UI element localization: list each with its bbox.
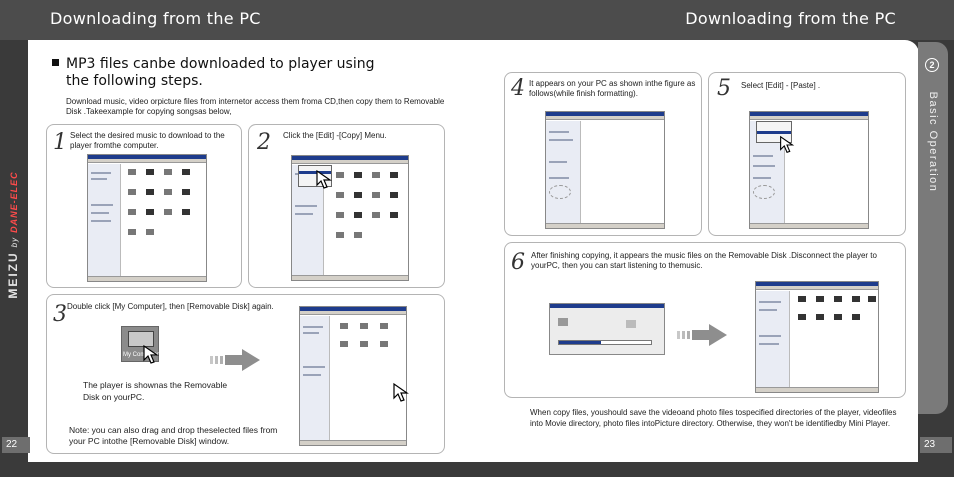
step-6-dialog-screenshot xyxy=(549,303,665,355)
step-3-screenshot xyxy=(299,306,407,446)
step-2-text: Click the [Edit] -[Copy] Menu. xyxy=(283,131,387,140)
bullet-square-icon xyxy=(52,59,59,66)
step-6-box: 6 After finishing copying, it appears th… xyxy=(504,242,906,398)
arrow-right-icon xyxy=(677,324,727,346)
header-bar: Downloading from the PC Downloading from… xyxy=(0,0,954,40)
left-page-title: Downloading from the PC xyxy=(50,9,261,28)
step-3-note: Note: you can also drag and drop thesele… xyxy=(69,425,278,446)
arrow-right-icon xyxy=(210,349,260,371)
intro-heading-line1: MP3 files canbe downloaded to player usi… xyxy=(66,56,375,72)
brand-logo: MEIZU by DANE-ELEC xyxy=(3,160,23,310)
intro-paragraph: Download music, video orpicture files fr… xyxy=(66,97,445,116)
step-2-number: 2 xyxy=(257,130,271,155)
step-5-screenshot xyxy=(749,111,869,229)
step-5-number: 5 xyxy=(717,76,731,101)
step-4-text: It appears on your PC as shown inthe fig… xyxy=(529,79,696,98)
intro-heading-line2: the following steps. xyxy=(66,73,203,89)
hand-cursor-icon xyxy=(780,135,795,153)
my-computer-label: My Computer xyxy=(122,352,159,358)
section-label: Basic Operation xyxy=(927,91,939,193)
step-1-number: 1 xyxy=(53,130,67,155)
step-3-box: 3 Double click [My Computer], then [Remo… xyxy=(46,294,445,454)
intro-heading: MP3 files canbe downloaded to player usi… xyxy=(52,56,374,90)
step-3-caption: The player is shownas the Removable Disk… xyxy=(83,380,228,402)
step-1-text: Select the desired music to download to … xyxy=(70,131,225,150)
right-page-title: Downloading from the PC xyxy=(685,9,896,28)
step-1-box: 1 Select the desired music to download t… xyxy=(46,124,242,288)
hand-cursor-icon xyxy=(393,382,409,402)
step-3-number: 3 xyxy=(53,302,67,327)
step-6-screenshot xyxy=(755,281,879,393)
section-tab: 2 Basic Operation xyxy=(918,42,948,414)
page-number-right: 23 xyxy=(920,437,952,453)
step-4-box: 4 It appears on your PC as shown inthe f… xyxy=(504,72,702,236)
step-6-number: 6 xyxy=(511,250,525,275)
step-4-number: 4 xyxy=(511,76,525,101)
brand-name: MEIZU xyxy=(6,251,20,299)
step-4-screenshot xyxy=(545,111,665,229)
step-5-box: 5 Select [Edit] - [Paste] . xyxy=(708,72,906,236)
section-number-badge: 2 xyxy=(925,58,939,72)
page-number-left: 22 xyxy=(2,437,30,453)
hand-cursor-icon xyxy=(316,169,332,189)
step-6-text: After finishing copying, it appears the … xyxy=(531,251,877,270)
bottom-note: When copy files, youshould save the vide… xyxy=(530,408,897,428)
step-3-text: Double click [My Computer], then [Remova… xyxy=(67,302,274,311)
step-2-screenshot xyxy=(291,155,409,281)
hand-cursor-icon xyxy=(143,344,159,364)
step-1-screenshot xyxy=(87,154,207,282)
brand-partner: DANE-ELEC xyxy=(9,171,19,233)
step-5-text: Select [Edit] - [Paste] . xyxy=(741,81,821,90)
brand-by: by xyxy=(10,236,19,248)
step-2-box: 2 Click the [Edit] -[Copy] Menu. xyxy=(248,124,445,288)
my-computer-icon: My Computer xyxy=(121,326,159,362)
